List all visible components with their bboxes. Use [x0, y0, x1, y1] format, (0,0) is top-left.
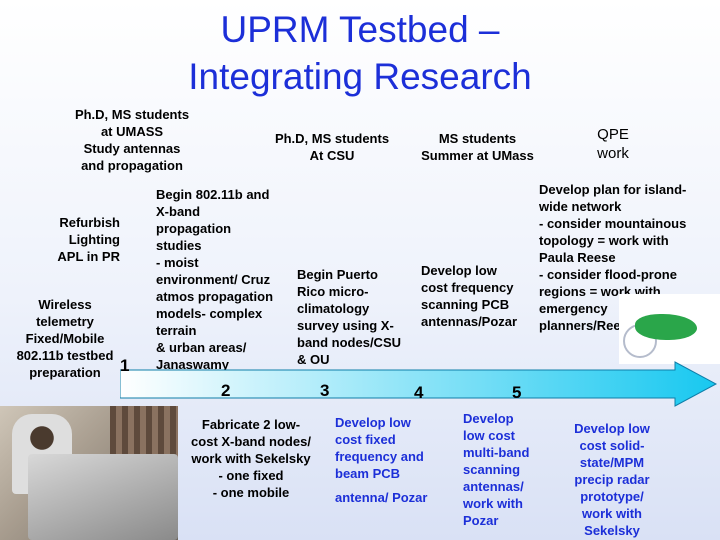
- label-qpe-work: QPE work: [580, 125, 646, 163]
- text-line: Lighting: [68, 232, 120, 247]
- text-line: topology = work with: [539, 233, 669, 248]
- text-line: work: [597, 145, 629, 162]
- text-line: Begin 802.11b and: [156, 187, 270, 202]
- text-line: - consider flood-prone: [539, 267, 677, 282]
- text-line: frequency and: [335, 449, 424, 464]
- text-line: Paula Reese: [539, 250, 616, 265]
- text-line: - consider mountainous: [539, 216, 687, 231]
- text-line: preparation: [29, 365, 101, 380]
- puerto-rico-map-image: [619, 294, 720, 364]
- text-line: cost X-band nodes/: [191, 434, 311, 449]
- text-line: Refurbish: [59, 215, 120, 230]
- stage-5-top-text: Develop plan for island- wide network - …: [539, 181, 717, 334]
- text-line: environment/ Cruz: [156, 272, 271, 287]
- text-line: cost solid-: [579, 438, 645, 453]
- stage-number-3: 3: [320, 381, 330, 400]
- text-line: prototype/: [580, 489, 644, 504]
- label-umass-students: Ph.D, MS students at UMASS Study antenna…: [62, 106, 202, 174]
- photo-equipment: [28, 454, 178, 540]
- text-line: Develop plan for island-: [539, 182, 687, 197]
- text-line: cost fixed: [335, 432, 396, 447]
- text-line: Develop low: [574, 421, 650, 436]
- text-line: Develop low: [421, 263, 497, 278]
- text-line: terrain: [156, 323, 197, 338]
- text-line: state/MPM: [579, 455, 645, 470]
- island-shape: [635, 314, 697, 340]
- stage-3-bottom-text: Develop low cost fixed frequency and bea…: [335, 414, 445, 506]
- text-line: Sekelsky: [584, 523, 640, 538]
- stage-5-bottom-text: Develop low cost solid- state/MPM precip…: [562, 420, 662, 539]
- text-line: Pozar: [463, 513, 499, 528]
- text-line: Fabricate 2 low-: [201, 417, 301, 432]
- text-line: climatology: [297, 301, 370, 316]
- text-line: multi-band: [463, 445, 530, 460]
- text-line: Fixed/Mobile: [25, 331, 105, 346]
- text-line: scanning PCB: [421, 297, 510, 312]
- text-line: models- complex: [156, 306, 263, 321]
- text-line: Begin Puerto: [297, 267, 378, 282]
- text-line: at UMASS: [100, 124, 164, 139]
- text-line: atmos propagation: [156, 289, 274, 304]
- stage-number-2: 2: [221, 381, 231, 400]
- text-line: At CSU: [309, 148, 355, 163]
- text-line: MS students: [438, 131, 517, 146]
- stage-number-4: 4: [414, 383, 424, 402]
- text-line: precip radar: [574, 472, 650, 487]
- text-line: cost frequency: [421, 280, 514, 295]
- stage-4-top-text: Develop low cost frequency scanning PCB …: [421, 262, 533, 330]
- label-csu-students: Ph.D, MS students At CSU: [262, 130, 402, 164]
- stage-3-top-text: Begin Puerto Rico micro- climatology sur…: [297, 266, 415, 368]
- text-line: - moist: [156, 255, 199, 270]
- timeline-arrow: [120, 361, 718, 407]
- text-line: antennas/: [463, 479, 524, 494]
- text-line: work with: [582, 506, 642, 521]
- text-line: QPE: [597, 126, 629, 143]
- text-line: propagation: [156, 221, 232, 236]
- text-line: Ph.D, MS students: [274, 131, 390, 146]
- text-line: telemetry: [36, 314, 94, 329]
- page-title: UPRM Testbed – Integrating Research: [60, 6, 660, 100]
- title-line-1: UPRM Testbed –: [220, 9, 500, 50]
- stage-number-1: 1: [120, 356, 130, 375]
- text-line: & urban areas/: [156, 340, 247, 355]
- title-line-2: Integrating Research: [188, 56, 532, 97]
- text-line: and propagation: [81, 158, 183, 173]
- text-line: Study antennas: [83, 141, 181, 156]
- text-line: wide network: [539, 199, 622, 214]
- text-line: studies: [156, 238, 202, 253]
- text-line: Summer at UMass: [421, 148, 534, 163]
- text-line: antennas/Pozar: [421, 314, 518, 329]
- text-line: Rico micro-: [297, 284, 369, 299]
- text-line: beam PCB: [335, 466, 401, 481]
- text-line: Ph.D, MS students: [74, 107, 190, 122]
- text-line: - one mobile: [212, 485, 290, 500]
- text-line: Janaswamy: [156, 357, 229, 372]
- stage-2-top-text: Begin 802.11b and X-band propagation stu…: [156, 186, 290, 373]
- text-line: scanning: [463, 462, 521, 477]
- text-line: Develop low: [335, 415, 411, 430]
- text-line: Develop: [463, 411, 514, 426]
- label-refurbish: Refurbish Lighting APL in PR: [40, 214, 120, 265]
- text-line: - one fixed: [218, 468, 284, 483]
- text-line: antenna/ Pozar: [335, 490, 428, 505]
- text-line: band nodes/CSU: [297, 335, 402, 350]
- text-line: 802.11b testbed: [16, 348, 114, 363]
- label-ms-umass: MS students Summer at UMass: [410, 130, 545, 164]
- lab-photo: [0, 406, 178, 540]
- stage-4-bottom-text: Develop low cost multi-band scanning ant…: [463, 410, 563, 529]
- label-wireless-telemetry: Wireless telemetry Fixed/Mobile 802.11b …: [6, 296, 124, 381]
- stage-2-bottom-text: Fabricate 2 low- cost X-band nodes/ work…: [184, 416, 318, 501]
- text-line: Wireless: [38, 297, 92, 312]
- text-line: work with: [463, 496, 523, 511]
- text-line: X-band: [156, 204, 201, 219]
- text-line: APL in PR: [57, 249, 120, 264]
- stage-number-5: 5: [512, 383, 522, 402]
- text-line: survey using X-: [297, 318, 394, 333]
- text-line: low cost: [463, 428, 516, 443]
- text-line: work with Sekelsky: [191, 451, 311, 466]
- text-line: emergency: [539, 301, 608, 316]
- text-line: & OU: [297, 352, 330, 367]
- text-line: planners/Reese: [539, 318, 636, 333]
